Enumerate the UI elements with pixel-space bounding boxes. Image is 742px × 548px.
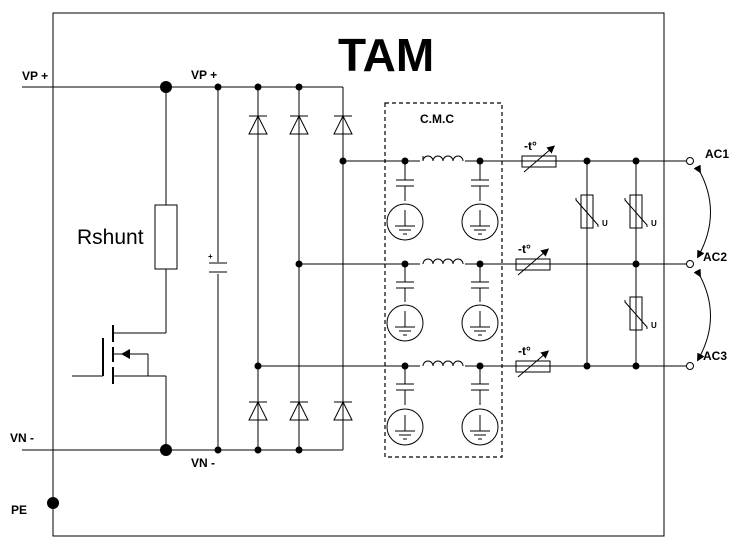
cmc-box xyxy=(384,102,503,458)
svg-text:U: U xyxy=(651,321,657,330)
svg-text:U: U xyxy=(651,219,657,228)
ac1-terminal xyxy=(686,157,694,165)
svg-text:-t°: -t° xyxy=(524,139,537,153)
svg-text:-t°: -t° xyxy=(518,344,531,358)
shunt-label: Rshunt xyxy=(77,226,144,249)
vn-minus-terminal-label: VN - xyxy=(10,431,34,445)
ac1-ac2-arc xyxy=(693,164,711,259)
rectifier-bridge xyxy=(248,83,353,454)
mosfet-symbol xyxy=(72,325,167,450)
vp-plus-terminal-label: VP + xyxy=(22,69,48,83)
vn-minus-inner-label: VN - xyxy=(191,456,215,470)
ntc-thermistor-1: -t° xyxy=(521,139,557,173)
module-box xyxy=(52,12,665,537)
varistor-1: U xyxy=(575,194,608,229)
svg-text:-t°: -t° xyxy=(518,242,531,256)
ac2-label: AC2 xyxy=(703,250,727,264)
cmc-filter-3 xyxy=(386,355,499,446)
cmc-filter-2 xyxy=(386,253,499,342)
ac3-label: AC3 xyxy=(703,349,727,363)
shunt-resistor xyxy=(154,204,178,270)
cmc-label: C.M.C xyxy=(420,112,454,126)
svg-text:U: U xyxy=(602,219,608,228)
varistor-2: U xyxy=(624,194,657,229)
ac2-terminal xyxy=(686,260,694,268)
pe-terminal-label: PE xyxy=(11,503,27,517)
ntc-thermistor-2: -t° xyxy=(515,242,551,276)
ac3-terminal xyxy=(686,362,694,370)
cmc-filter-1 xyxy=(386,150,499,241)
bus-capacitor-plus: + xyxy=(208,252,213,261)
pe-node xyxy=(47,497,59,509)
ac1-label: AC1 xyxy=(705,147,729,161)
ac2-ac3-arc xyxy=(693,268,711,362)
vp-plus-inner-label: VP + xyxy=(191,68,217,82)
module-title: TAM xyxy=(338,29,434,81)
ntc-thermistor-3: -t° xyxy=(515,344,551,378)
varistor-3: U xyxy=(624,296,657,331)
